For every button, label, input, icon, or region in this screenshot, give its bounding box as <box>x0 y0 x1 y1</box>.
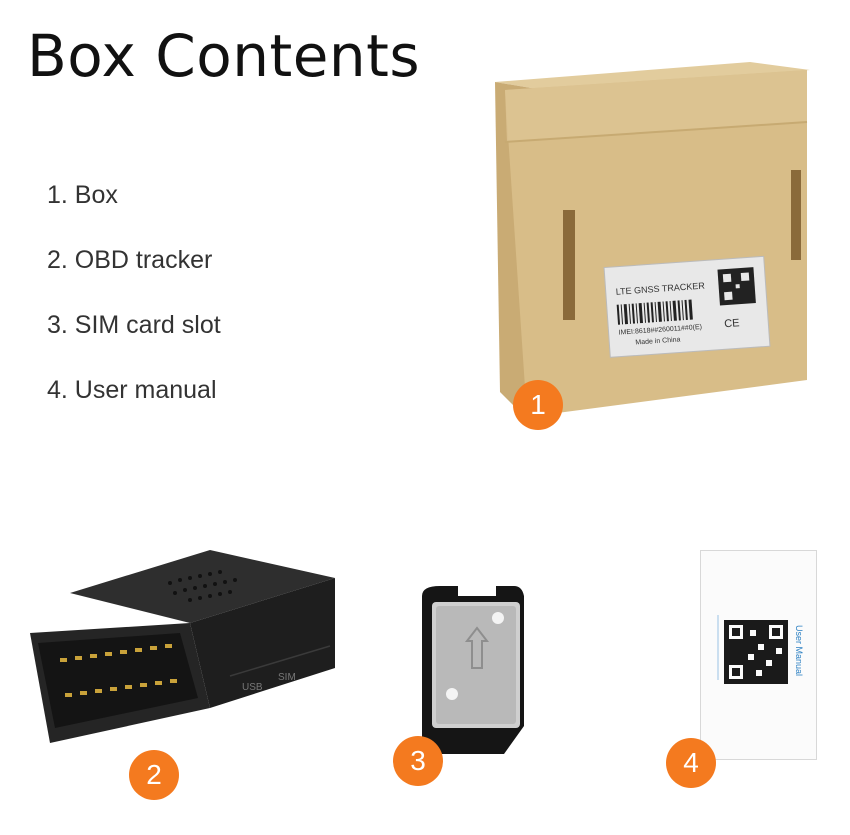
box-image: LTE GNSS TRACKER IMEI:8618##260011##0(E)… <box>495 62 810 417</box>
ce-mark: CE <box>724 317 740 330</box>
list-item-sim-card-slot: 3. SIM card slot <box>47 311 221 339</box>
list-item-box: 1. Box <box>47 181 118 209</box>
box-label-origin: Made in China <box>635 336 681 346</box>
usb-port-label: USB <box>242 682 263 693</box>
manual-title: User Manual <box>794 625 804 676</box>
contents-list: 1. Box 2. OBD tracker 3. SIM card slot 4… <box>47 176 221 436</box>
badge-2: 2 <box>129 750 179 800</box>
badge-4: 4 <box>666 738 716 788</box>
sim-card-slot-image <box>422 586 532 756</box>
list-item-obd-tracker: 2. OBD tracker <box>47 246 213 274</box>
badge-1: 1 <box>513 380 563 430</box>
user-manual-image: User Manual <box>700 550 818 760</box>
obd-tracker-image: USB SIM <box>30 548 340 748</box>
page-title: Box Contents <box>27 22 421 90</box>
badge-3: 3 <box>393 736 443 786</box>
sim-port-label: SIM <box>278 672 296 683</box>
qr-code-icon <box>724 620 788 684</box>
list-item-user-manual: 4. User manual <box>47 376 217 404</box>
